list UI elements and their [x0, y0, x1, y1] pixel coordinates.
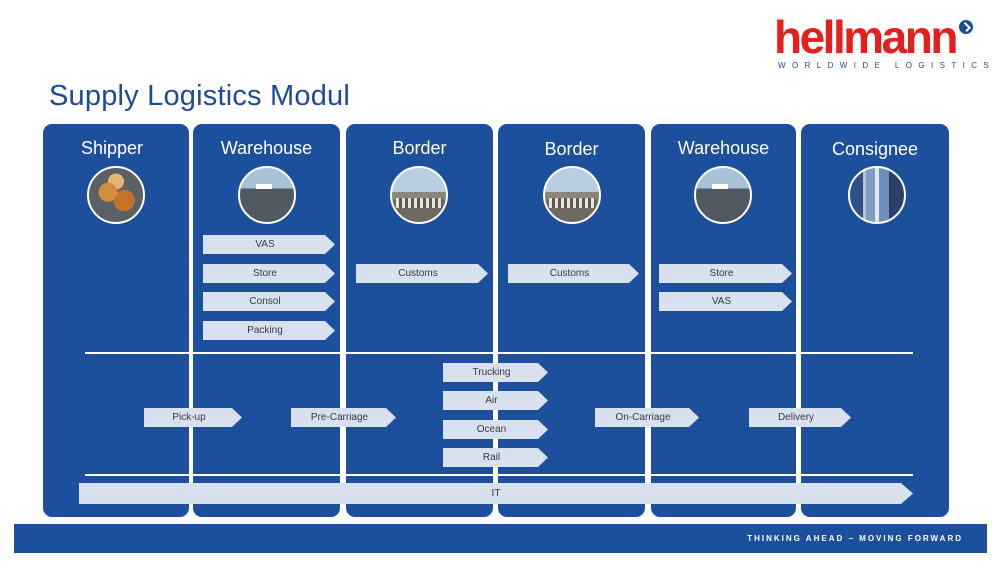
divider-line-bottom	[85, 474, 913, 476]
vas-destination-arrow: VAS	[659, 292, 792, 311]
on-carriage-arrow: On-Carriage	[595, 408, 699, 427]
checkmark-circle-icon	[959, 20, 973, 34]
column-title-border-export: Border	[392, 138, 447, 158]
shipper-photo	[87, 166, 145, 224]
column-title-shipper: Shipper	[81, 138, 144, 158]
it-arrow: IT	[79, 483, 913, 504]
store-destination-arrow: Store	[659, 264, 792, 283]
ocean-arrow: Ocean	[443, 420, 548, 439]
consignee-photo	[848, 166, 906, 224]
delivery-arrow: Delivery	[749, 408, 851, 427]
warehouse-destination-photo	[694, 166, 752, 224]
rail-arrow: Rail	[443, 448, 548, 467]
column-title-consignee: Consignee	[831, 139, 919, 159]
air-arrow: Air	[443, 391, 548, 410]
customs-export-arrow: Customs	[356, 264, 488, 283]
column-title-border-import: Border	[544, 139, 599, 159]
logo-wordmark: hellmann	[774, 11, 958, 63]
column-warehouse-destination: Warehouse	[651, 124, 796, 517]
border-export-photo	[390, 166, 448, 224]
packing-arrow: Packing	[203, 321, 335, 340]
column-title-warehouse-origin: Warehouse	[220, 138, 313, 158]
warehouse-origin-photo	[238, 166, 296, 224]
footer-bar: THINKING AHEAD – MOVING FORWARD	[14, 524, 987, 553]
pre-carriage-arrow: Pre-Carriage	[291, 408, 396, 427]
border-import-photo	[543, 166, 601, 224]
store-origin-arrow: Store	[203, 264, 335, 283]
customs-import-arrow: Customs	[508, 264, 639, 283]
consol-arrow: Consol	[203, 292, 335, 311]
footer-slogan: THINKING AHEAD – MOVING FORWARD	[747, 534, 963, 543]
trucking-arrow: Trucking	[443, 363, 548, 382]
page-title: Supply Logistics Modul	[49, 80, 350, 112]
pickup-arrow: Pick-up	[144, 408, 242, 427]
divider-line-top	[85, 352, 913, 354]
vas-origin-arrow: VAS	[203, 235, 335, 254]
hellmann-logo: hellmann WORLDWIDE LOGISTICS	[774, 14, 989, 75]
logo-tagline: WORLDWIDE LOGISTICS	[778, 61, 992, 70]
column-title-warehouse-destination: Warehouse	[677, 138, 770, 158]
